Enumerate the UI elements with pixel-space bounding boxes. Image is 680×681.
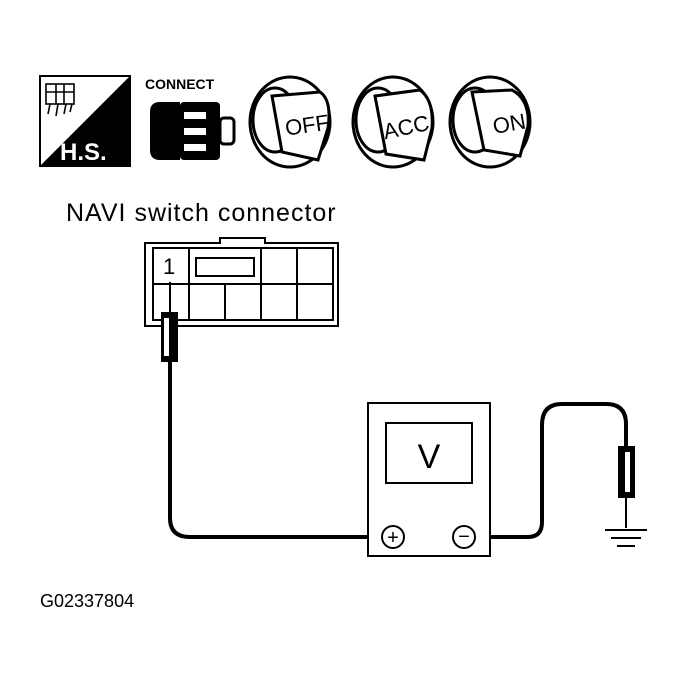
positive-terminal [381,525,405,549]
negative-terminal [452,525,476,549]
harness-side-label: H.S. [60,139,107,166]
ignition-key-on-icon: ON [448,75,532,169]
figure-id: G02337804 [40,591,134,611]
voltmeter-display: V [418,438,441,476]
negative-test-lead [478,402,628,539]
connector-title: NAVI switch connector [66,199,337,227]
ignition-key-acc-icon: ACC [351,75,435,169]
navi-switch-connector [144,237,339,327]
negative-probe [618,446,635,528]
positive-probe [161,282,178,362]
connect-icon: CONNECT [145,76,236,160]
positive-test-lead [168,362,383,539]
key-on-label: ON [491,109,528,139]
pin-1-label: 1 [163,254,175,279]
negative-terminal-symbol: − [458,526,470,548]
connect-label: CONNECT [145,76,215,92]
positive-terminal-symbol: + [387,527,399,549]
ignition-key-off-icon: OFF [248,75,332,169]
key-off-label: OFF [283,110,330,141]
harness-side-icon: H.S. [39,75,131,167]
ground-symbol [605,529,647,547]
voltmeter: V + − [367,402,491,557]
